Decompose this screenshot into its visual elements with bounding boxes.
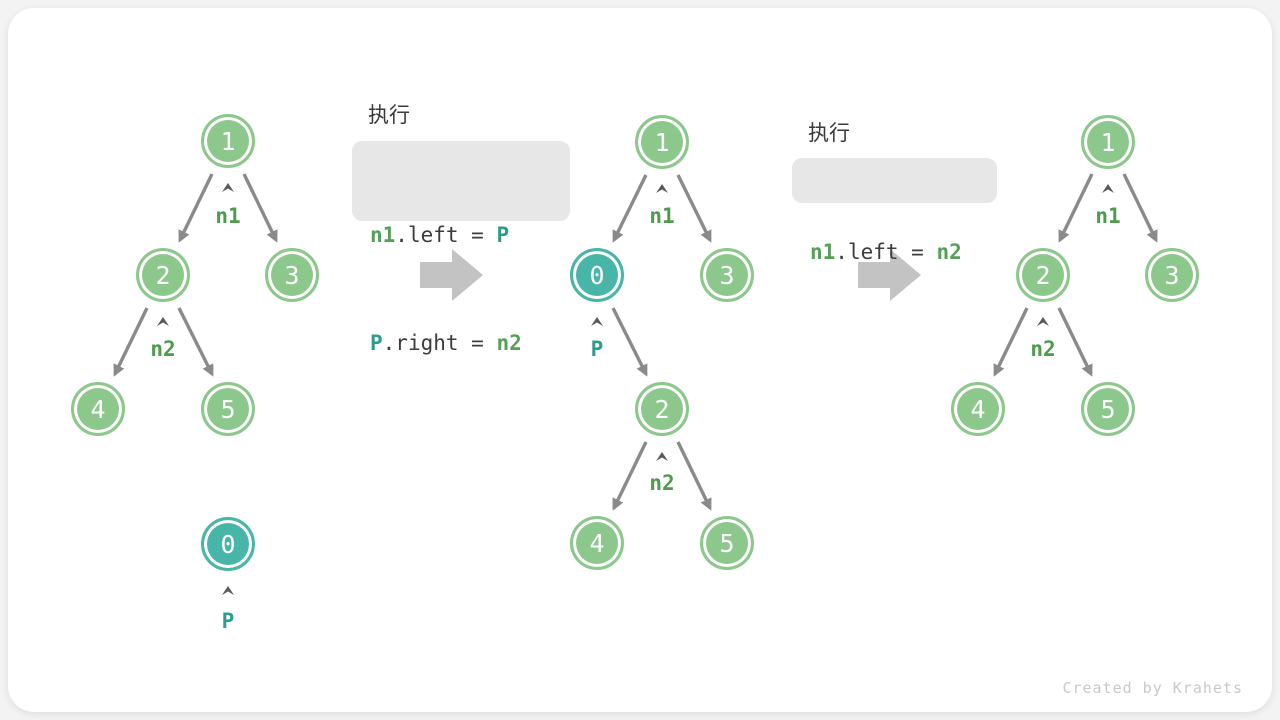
code-line: P.right = n2 (370, 325, 552, 361)
code-token: n2 (936, 240, 962, 264)
edge-2-5 (676, 441, 712, 511)
right-arrow-2 (858, 249, 921, 301)
up-caret-icon (220, 181, 236, 193)
right-tree-edges (993, 173, 1158, 377)
tree-node-3: 3 (1145, 248, 1199, 302)
tree-node-2: 2 (136, 248, 190, 302)
pointer-label-n1: n1 (1095, 204, 1121, 228)
code-token: n1 (810, 240, 836, 264)
edge-2-4 (113, 307, 149, 377)
up-caret-icon (654, 182, 670, 194)
up-caret-icon (155, 315, 171, 327)
pointer-label-n2: n2 (649, 471, 675, 495)
up-caret-icon (654, 450, 670, 462)
edge-2-5 (177, 307, 214, 377)
tree-node-5: 5 (700, 516, 754, 570)
code-token: n2 (496, 331, 522, 355)
watermark-credit: Created by Krahets (1062, 679, 1243, 697)
up-caret-icon (589, 315, 605, 327)
code-token: .right = (382, 331, 497, 355)
tree-node-4: 4 (71, 382, 125, 436)
exec-title-1: 执行 (368, 103, 410, 127)
code-block-1: n1.left = P P.right = n2 (352, 141, 570, 355)
code-token: .left = (395, 223, 497, 247)
edge-1-2 (1058, 173, 1094, 243)
pointer-label-n2: n2 (150, 337, 176, 361)
edge-2-4 (993, 307, 1029, 377)
tree-node-4: 4 (951, 382, 1005, 436)
pointer-label-n2: n2 (1030, 337, 1056, 361)
pointer-label-p: P (590, 337, 604, 361)
code-block-2: n1.left = n2 (792, 158, 997, 264)
edge-0-2 (611, 307, 648, 377)
edge-1-3 (676, 174, 712, 243)
code-token: P (496, 223, 510, 247)
exec-title-2: 执行 (808, 121, 850, 145)
pointer-label-n1: n1 (215, 204, 241, 228)
tree-node-1: 1 (635, 115, 689, 169)
up-caret-icon (220, 584, 236, 596)
tree-node-5: 5 (201, 382, 255, 436)
code-token: P (370, 331, 383, 355)
tree-node-3: 3 (700, 248, 754, 302)
tree-node-0-lone: 0 (201, 517, 255, 571)
tree-node-1: 1 (201, 114, 255, 168)
tree-node-0: 0 (570, 248, 624, 302)
edge-1-3 (242, 173, 278, 243)
edge-2-4 (612, 441, 648, 511)
tree-node-1: 1 (1081, 115, 1135, 169)
tree-node-5: 5 (1081, 382, 1135, 436)
up-caret-icon (1100, 182, 1116, 194)
up-caret-icon (1035, 315, 1051, 327)
pointer-label-p: P (221, 609, 235, 633)
left-tree-edges (113, 173, 278, 377)
pointer-label-n1: n1 (649, 204, 675, 228)
edge-1-2 (178, 173, 214, 243)
code-token: n1 (370, 223, 396, 247)
right-arrow-1 (420, 249, 483, 301)
tree-node-3: 3 (265, 248, 319, 302)
code-line: n1.left = P (370, 217, 552, 253)
middle-tree-edges (611, 174, 712, 511)
tree-node-2: 2 (1016, 248, 1070, 302)
code-token: .left = (835, 240, 937, 264)
edge-1-3 (1122, 173, 1158, 243)
code-line: n1.left = n2 (810, 234, 979, 270)
edge-2-5 (1057, 307, 1093, 377)
tree-node-2: 2 (635, 382, 689, 436)
tree-node-4: 4 (570, 516, 624, 570)
edge-1-0 (612, 174, 648, 243)
